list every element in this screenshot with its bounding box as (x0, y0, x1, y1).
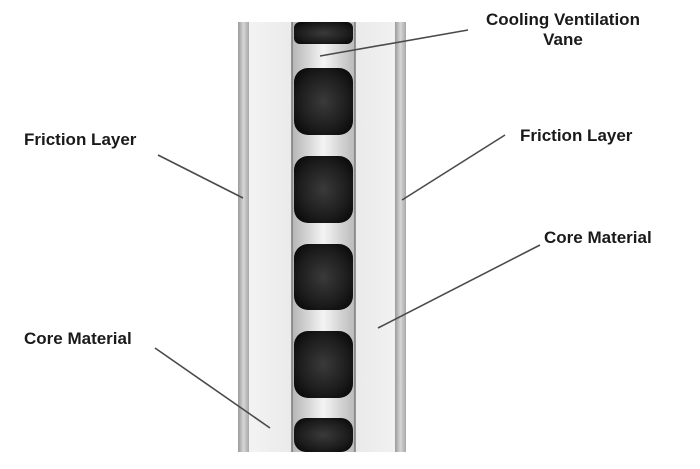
core-material-right-label: Core Material (544, 228, 652, 247)
cooling-vane-label-line2: Vane (543, 30, 583, 49)
leader-line-cooling-vane (319, 29, 469, 57)
cooling-vane (294, 68, 353, 135)
cooling-vane-label-line1: Cooling Ventilation (486, 10, 640, 29)
leader-line-core-right (377, 244, 541, 329)
friction-layer-left-label: Friction Layer (24, 130, 137, 149)
friction-layer-right-label: Friction Layer (520, 126, 633, 145)
cooling-vane (294, 156, 353, 223)
core-material-left-label: Core Material (24, 329, 132, 348)
cooling-vane (294, 418, 353, 452)
cooling-vane (294, 244, 353, 310)
leader-line-core-left (154, 347, 271, 429)
leader-line-friction-right (401, 134, 506, 201)
cooling-vane-label: Cooling Ventilation Vane (448, 10, 678, 50)
cooling-vane (294, 331, 353, 398)
cooling-vane (294, 22, 353, 44)
leader-line-friction-left (157, 154, 244, 199)
friction-layer-right (395, 22, 406, 452)
friction-layer-left (238, 22, 249, 452)
